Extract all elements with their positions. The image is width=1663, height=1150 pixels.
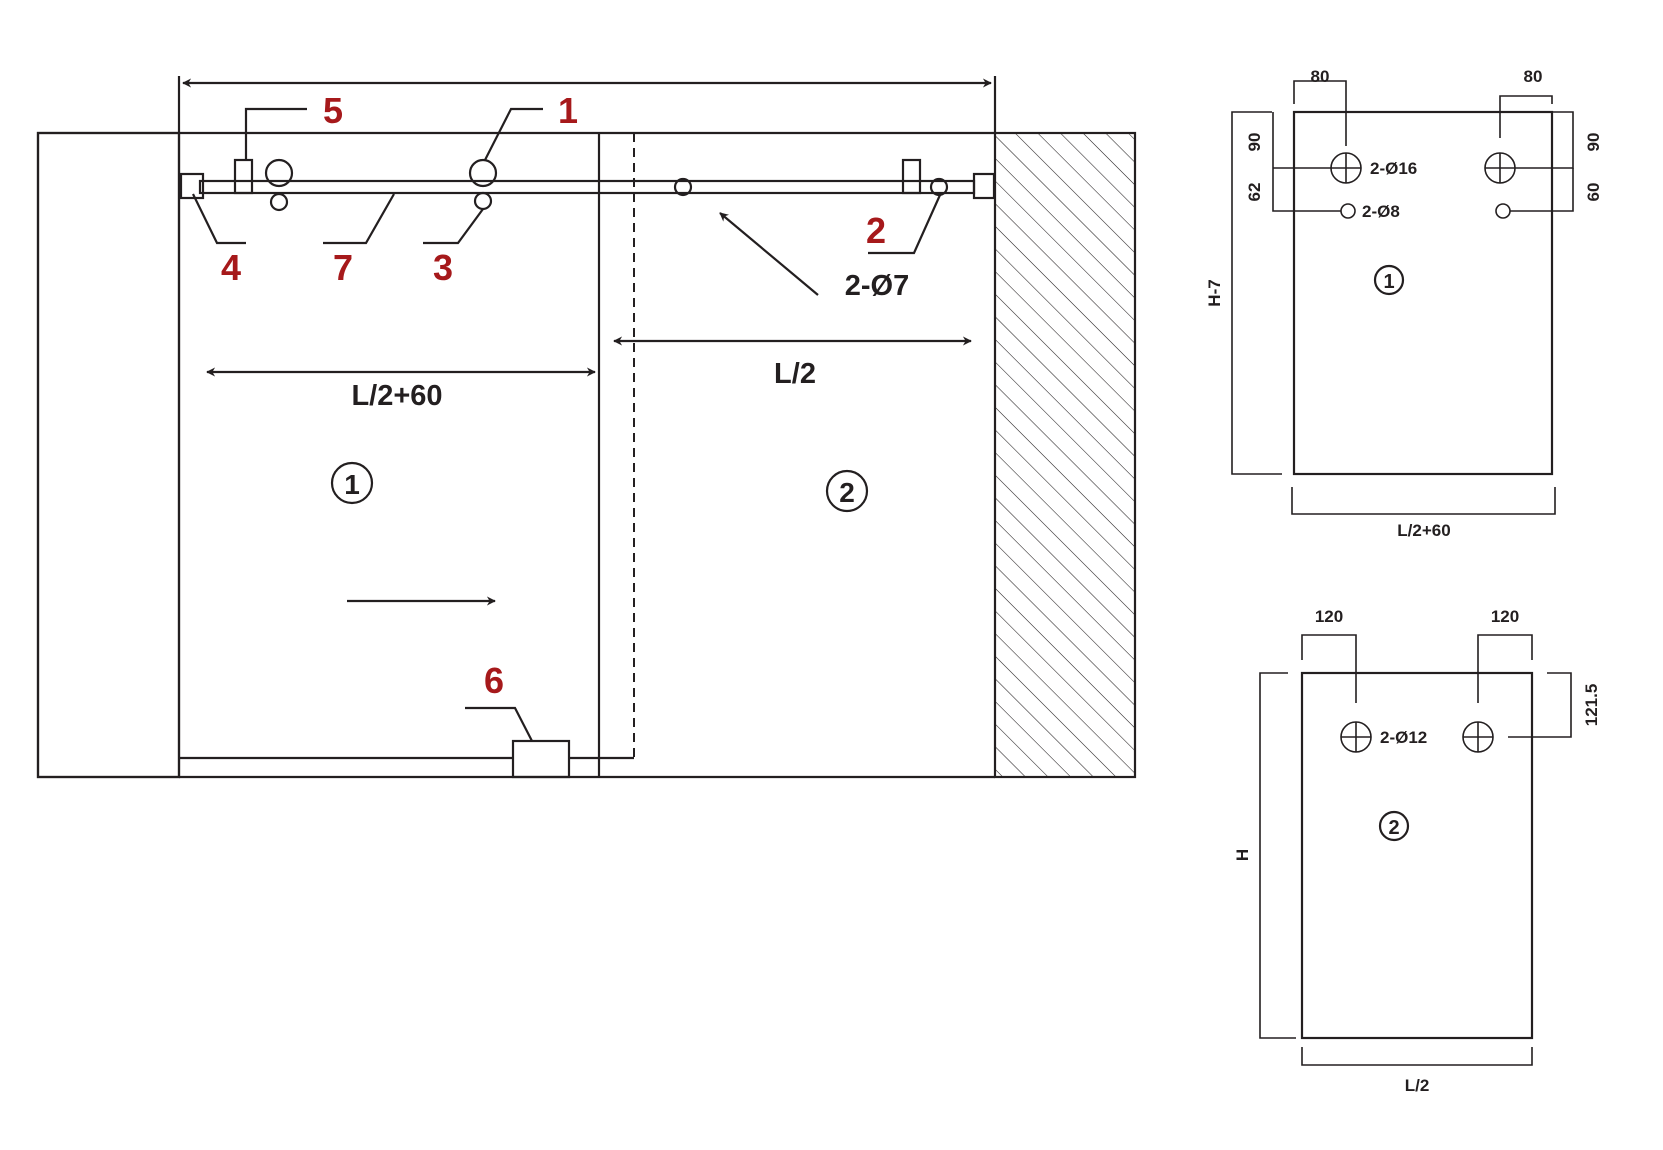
svg-text:2: 2 [839, 477, 855, 508]
stopper-right [901, 158, 922, 195]
detail1-width-label: L/2+60 [1397, 521, 1450, 540]
detail2-height-label: H [1233, 849, 1252, 861]
fixed-panel-hole-1 [673, 177, 693, 197]
detail2-right-v-label: 121.5 [1582, 684, 1601, 727]
detail1-right-v2: 60 [1584, 183, 1603, 202]
detail1-height-label: H-7 [1205, 279, 1224, 306]
panel2-mark [825, 469, 869, 513]
floor-guide [511, 739, 571, 779]
hole-pointer-arrow [719, 212, 819, 296]
part-number-4: 4 [221, 247, 241, 288]
detail1-small-hole-right [1495, 203, 1511, 219]
detail1-left-v2: 62 [1245, 183, 1264, 202]
svg-text:1: 1 [344, 469, 360, 500]
part-number-6: 6 [484, 660, 504, 701]
part-number-3: 3 [433, 247, 453, 288]
panel1-width-label: L/2+60 [351, 380, 442, 412]
part-number-2: 2 [866, 210, 886, 251]
panel1-mark [330, 461, 374, 505]
svg-text:2: 2 [1388, 817, 1399, 839]
detail1-left-v1: 90 [1245, 133, 1264, 152]
detail1-mark [1373, 264, 1405, 296]
part-number-5: 5 [323, 90, 343, 131]
part-number-7: 7 [333, 247, 353, 288]
detail-panel-2: 120 120 121.5 2-Ø12 H L/2 2 [1233, 607, 1601, 1095]
right-wall-bracket [972, 172, 996, 200]
detail-panel-1: 80 80 90 62 90 60 2-Ø16 2-Ø8 H-7 L/2+60 … [1205, 67, 1603, 540]
stopper-left [233, 158, 254, 195]
detail1-right-v1: 90 [1584, 133, 1603, 152]
panel2-width-label: L/2 [774, 358, 816, 390]
detail2-width-label: L/2 [1405, 1076, 1430, 1095]
sliding-rail [198, 179, 976, 195]
detail1-small-hole-label: 2-Ø8 [1362, 202, 1400, 221]
detail1-left-top-dim: 80 [1311, 67, 1330, 86]
detail2-hole-label: 2-Ø12 [1380, 728, 1427, 747]
hole-label: 2-Ø7 [845, 270, 909, 302]
detail2-mark [1378, 810, 1410, 842]
detail2-left-top-dim: 120 [1315, 607, 1343, 626]
left-wall-bracket [179, 172, 205, 200]
detail1-small-hole-left [1340, 203, 1356, 219]
roller-left [264, 158, 294, 188]
detail2-right-top-dim: 120 [1491, 607, 1519, 626]
detail1-glass [1292, 110, 1554, 476]
right-wall [995, 133, 1135, 777]
roller-right [468, 158, 498, 188]
main-elevation: 5 1 4 7 3 2 6 2-Ø7 L/2+60 L/2 1 2 [36, 76, 1137, 779]
left-wall [36, 131, 181, 779]
svg-text:1: 1 [1383, 271, 1394, 293]
detail2-glass [1300, 671, 1534, 1040]
part-number-1: 1 [558, 90, 578, 131]
detail1-right-top-dim: 80 [1524, 67, 1543, 86]
detail1-big-hole-label: 2-Ø16 [1370, 159, 1417, 178]
